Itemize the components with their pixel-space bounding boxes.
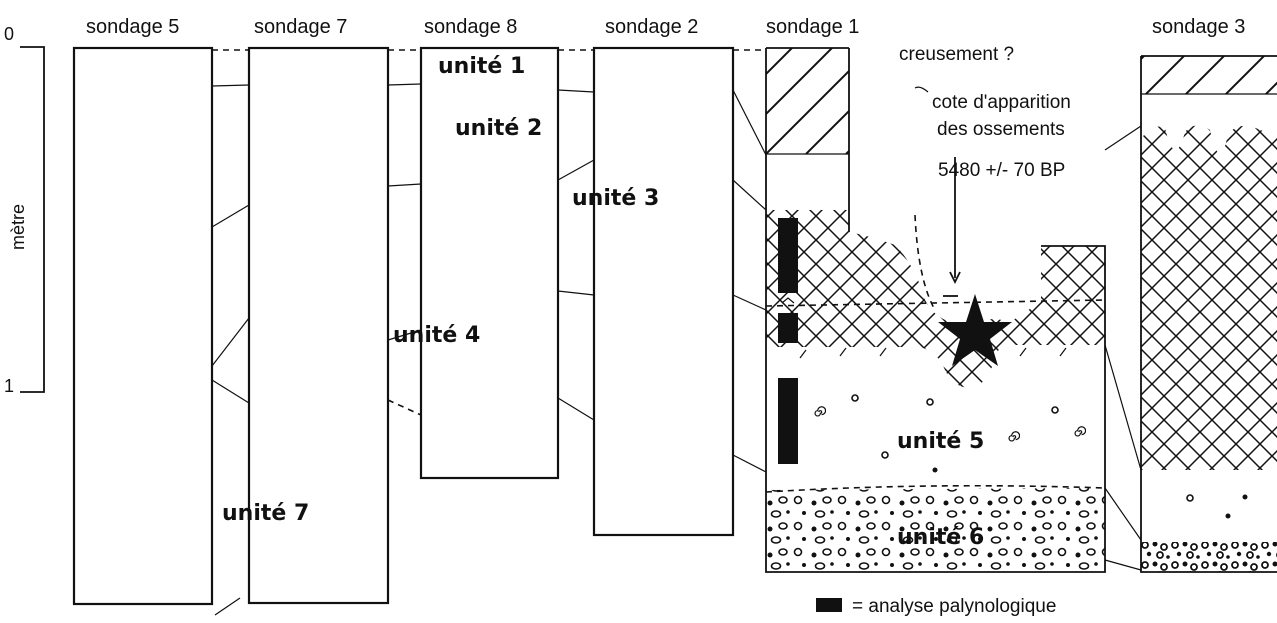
unit-label-2: unité 2 bbox=[455, 116, 542, 141]
scale-bottom-label: 1 bbox=[4, 376, 14, 396]
legend-label: = analyse palynologique bbox=[852, 596, 1056, 617]
scale-unit-label: mètre bbox=[8, 204, 28, 250]
annotation-cote-line-2: des ossements bbox=[937, 119, 1065, 140]
column-sondage-8 bbox=[421, 48, 558, 478]
unit-label-7: unité 7 bbox=[222, 501, 309, 526]
unit-label-6: unité 6 bbox=[897, 525, 984, 550]
annotation-date: 5480 +/- 70 BP bbox=[938, 160, 1065, 181]
annotation-cote-line-1: cote d'apparition bbox=[932, 92, 1071, 113]
legend-palynology-swatch bbox=[816, 598, 842, 612]
column-sondage-2 bbox=[594, 48, 733, 535]
layer-unit-1 bbox=[1141, 56, 1277, 94]
column-header-sondage-1: sondage 1 bbox=[766, 16, 859, 38]
annotation-creusement: creusement ? bbox=[899, 44, 1014, 65]
annotations: creusement ? cote d'apparition des ossem… bbox=[899, 44, 1071, 181]
unit-label-4: unité 4 bbox=[393, 323, 480, 348]
palynology-sample-bar bbox=[778, 218, 798, 293]
scale-top-label: 0 bbox=[4, 24, 14, 44]
unit-label-5: unité 5 bbox=[897, 429, 984, 454]
column-header-sondage-7: sondage 7 bbox=[254, 16, 347, 38]
legend: = analyse palynologique bbox=[816, 596, 1056, 617]
column-header-sondage-3: sondage 3 bbox=[1152, 16, 1245, 38]
palynology-sample-bar bbox=[778, 378, 798, 464]
layer-unit-1 bbox=[766, 48, 849, 154]
depth-scale: 0 1 mètre bbox=[4, 24, 44, 396]
palynology-sample-bar bbox=[778, 313, 798, 343]
column-header-sondage-2: sondage 2 bbox=[605, 16, 698, 38]
layer-unit-3-4 bbox=[766, 210, 1105, 388]
unit-label-1: unité 1 bbox=[438, 54, 525, 79]
column-header-sondage-8: sondage 8 bbox=[424, 16, 517, 38]
column-sondage-5 bbox=[74, 48, 212, 604]
column-headers: sondage 5 sondage 7 sondage 8 sondage 2 … bbox=[86, 16, 1245, 38]
layer-unit-6 bbox=[1141, 542, 1277, 572]
column-header-sondage-5: sondage 5 bbox=[86, 16, 179, 38]
column-sondage-3 bbox=[1141, 56, 1277, 572]
unit-label-3: unité 3 bbox=[572, 186, 659, 211]
layer-unit-3-4 bbox=[1141, 125, 1277, 470]
